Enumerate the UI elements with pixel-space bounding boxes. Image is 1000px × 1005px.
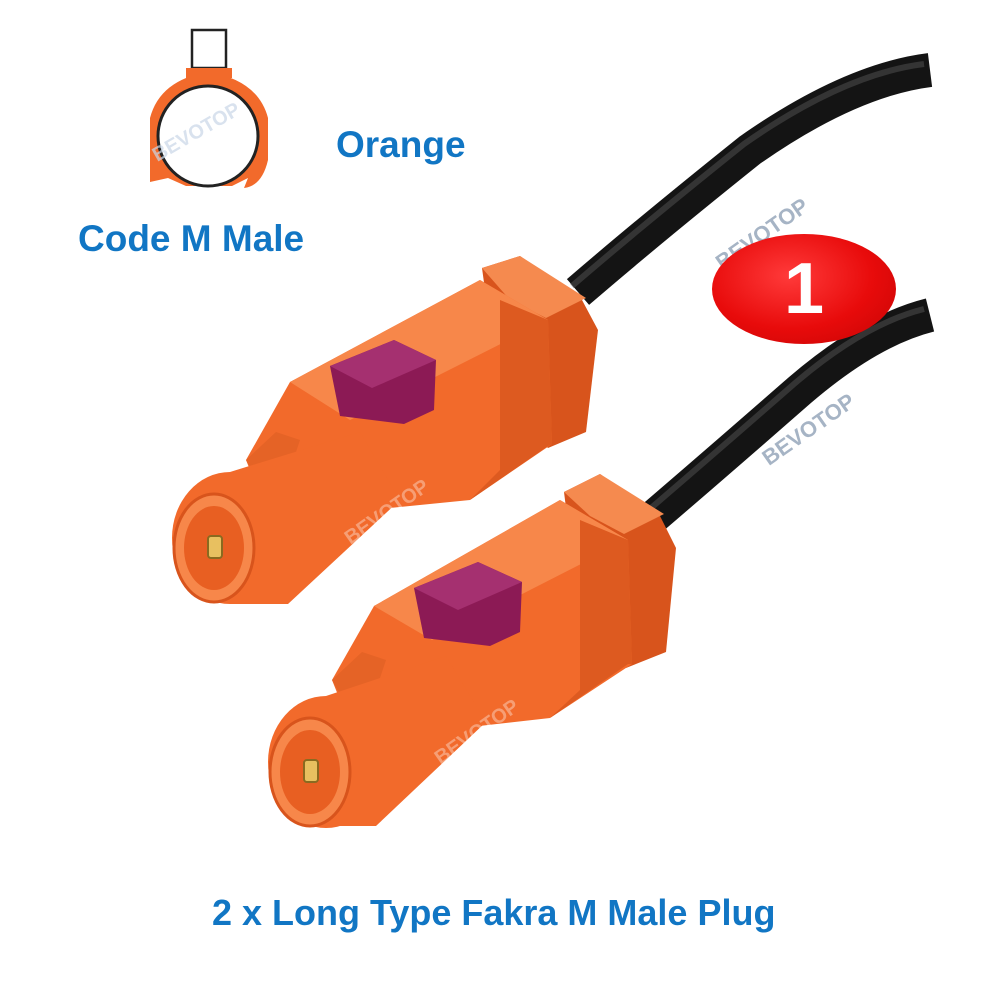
- code-label: Code M Male: [78, 218, 305, 259]
- fakra-connector-upper: [172, 256, 598, 604]
- quantity-badge: 1: [712, 234, 896, 344]
- fakra-connector-lower: [268, 474, 676, 828]
- color-label: Orange: [336, 124, 466, 165]
- product-caption: 2 x Long Type Fakra M Male Plug: [212, 892, 776, 933]
- code-m-diagram-icon: BEVOTOP: [149, 28, 268, 188]
- cable-upper: [566, 53, 933, 305]
- cable-lower: [638, 298, 935, 533]
- quantity-badge-number: 1: [783, 249, 825, 329]
